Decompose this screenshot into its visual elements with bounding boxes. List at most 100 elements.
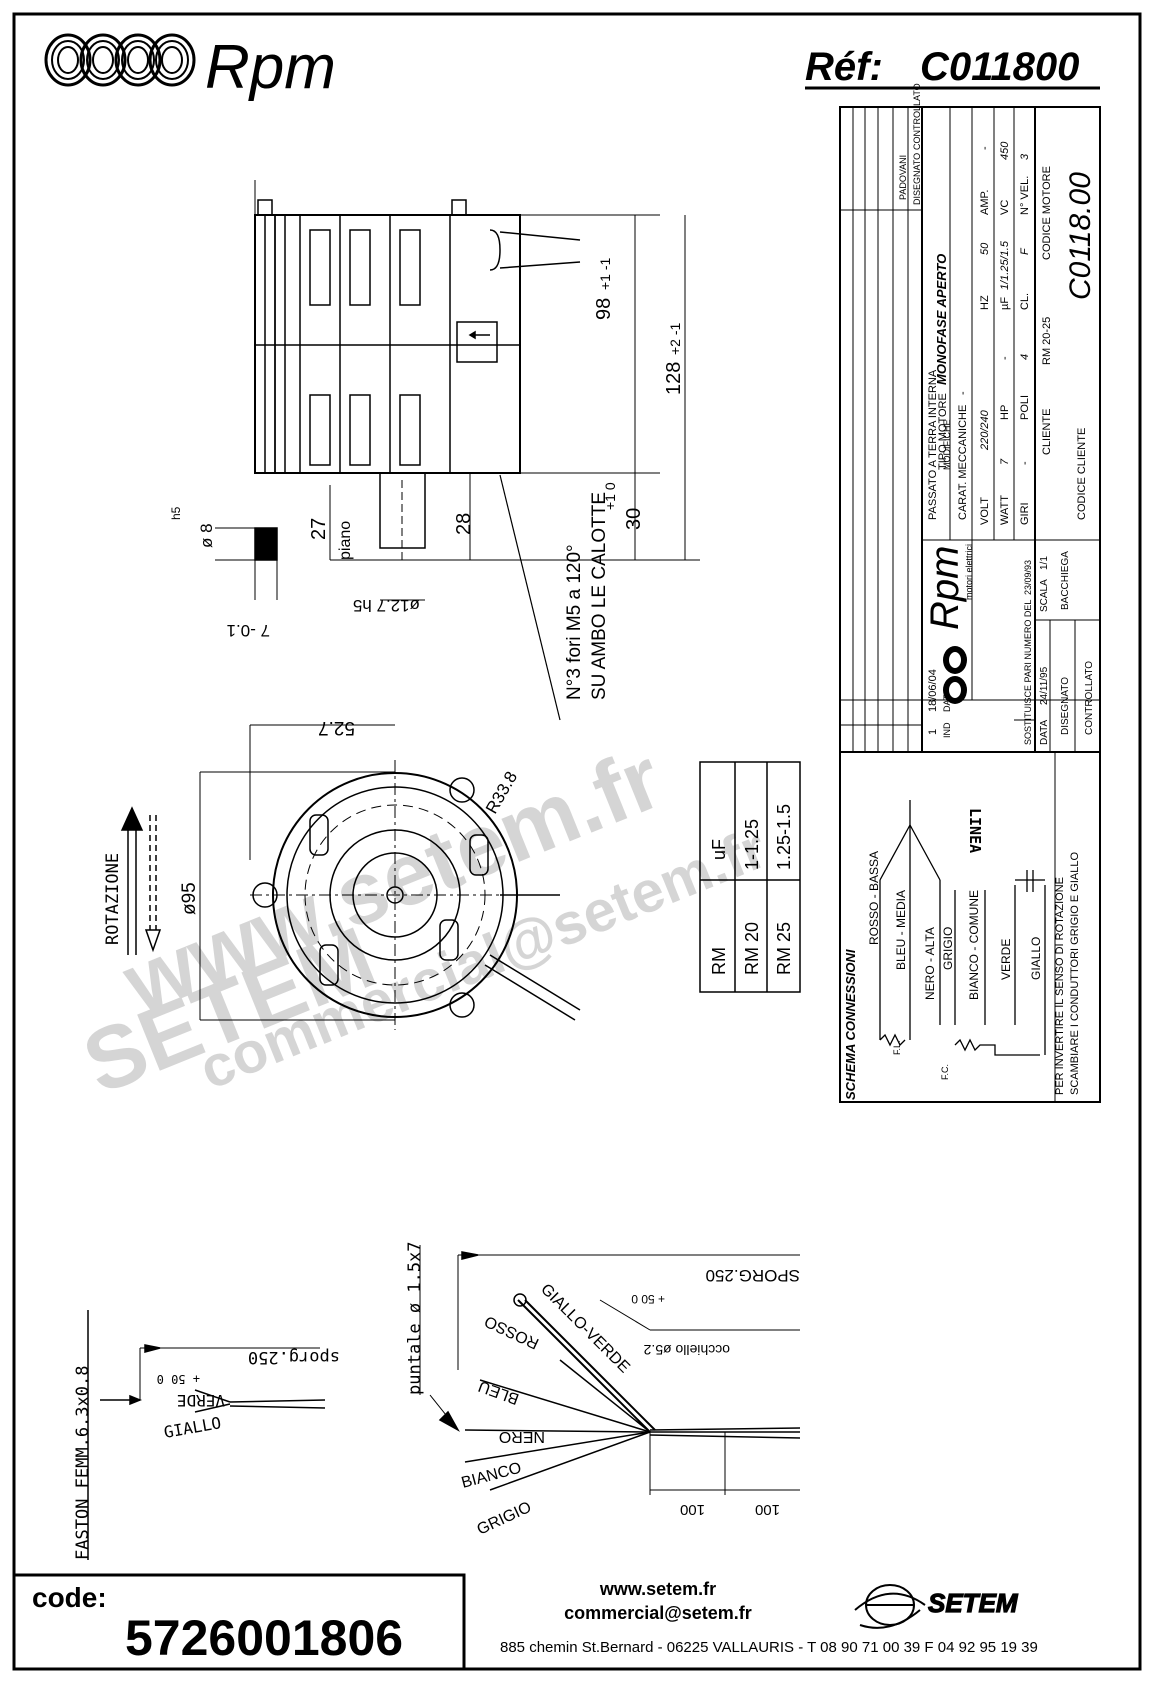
- rotation-label: ROTAZIONE: [103, 853, 123, 945]
- giri-value: -: [1019, 461, 1031, 465]
- dim-52-7: 52.7: [318, 717, 355, 738]
- length-100-a: 100: [680, 1501, 705, 1518]
- nvel-value: 3: [1019, 153, 1031, 160]
- giallo-verde-label: GIALLO-VERDE: [537, 1281, 633, 1377]
- disegnato-value: BACCHIEGA: [1060, 551, 1071, 610]
- poli-label: POLI: [1019, 395, 1031, 420]
- lead-wires-detail: puntale ø 1.5x7 SPORG.250: [405, 1241, 801, 1539]
- cliente-label: CLIENTE: [1041, 409, 1053, 455]
- table-row2-uf: 1.25-1.5: [774, 804, 794, 870]
- watt-label: WATT: [999, 495, 1011, 525]
- giri-label: GIRI: [1019, 502, 1031, 525]
- codice-cliente-label: CODICE CLIENTE: [1076, 428, 1088, 520]
- code-box: [12, 1573, 466, 1671]
- title-block: [839, 106, 1101, 1103]
- invert-note-2: SCAMBIARE I CONDUTTORI GRIGIO E GIALLO: [1069, 851, 1081, 1095]
- uf-label: µF: [999, 297, 1011, 310]
- rotation-arrow-icon: [120, 806, 162, 955]
- col-data: DATA: [942, 689, 952, 712]
- puntale-label: puntale ø 1.5x7: [405, 1241, 425, 1395]
- wiring-schema: SCHEMA CONNESSIONI ROSSO - BASSA BLEU - …: [843, 800, 1081, 1100]
- dim-30: 30: [623, 508, 645, 530]
- side-view-dimensions: [329, 215, 700, 601]
- watt-value: 7: [999, 458, 1011, 465]
- fixing-holes-note: N°3 fori M5 a 120°: [564, 544, 585, 700]
- invert-note-1: PER INVERTIRE IL SENSO DI ROTAZIONE: [1054, 877, 1066, 1095]
- uf-value: 1/1.25/1.5: [999, 240, 1011, 290]
- col-controllato: CONTROLLATO: [912, 83, 922, 150]
- revision-date: 18/06/04: [927, 669, 939, 712]
- col-modifiche: MODIFICHE: [942, 420, 952, 471]
- dim-98: 98: [593, 298, 615, 320]
- data-label: DATA: [1039, 719, 1050, 745]
- poli-value: 4: [1019, 354, 1031, 360]
- scala-label: SCALA: [1039, 579, 1050, 612]
- sporg-tol-large: + 50 0: [631, 1292, 665, 1306]
- cliente-value: RM 20-25: [1041, 317, 1053, 365]
- globe-logo-icon: [854, 1584, 926, 1629]
- motori-elettrici-label: motori elettrici: [964, 544, 974, 600]
- col-disegnato: DISEGNATO: [912, 153, 922, 205]
- hp-value: -: [999, 356, 1011, 360]
- vc-label: VC: [999, 200, 1011, 215]
- wire-giallo: GIALLO: [1029, 937, 1043, 980]
- carat-meccaniche-value: -: [957, 391, 969, 395]
- grigio-label: GRIGIO: [475, 1499, 535, 1539]
- sporg-250-large: SPORG.250: [706, 1266, 801, 1285]
- occhiello-label: occhiello ø5.2: [643, 1342, 730, 1358]
- bianco-label: BIANCO: [460, 1460, 524, 1492]
- carat-meccaniche-label: CARAT. MECCANICHE: [957, 405, 969, 520]
- key-tolerance: h5: [169, 506, 183, 520]
- reference-label: Réf:: [805, 45, 883, 89]
- amp-label: AMP.: [979, 190, 991, 215]
- hz-label: HZ: [979, 295, 991, 310]
- reference-block: Réf: C011800: [805, 45, 1100, 90]
- footer: code: 5726001806 www.setem.fr commercial…: [12, 1573, 1038, 1671]
- col-ind: IND: [942, 722, 952, 738]
- key-detail: [215, 527, 278, 600]
- title-block-brand: Rpm: [923, 546, 967, 630]
- revision-index: 1: [927, 729, 939, 735]
- wire-rosso-bassa: ROSSO - BASSA: [867, 851, 881, 945]
- table-row1-uf: 1-1.25: [742, 819, 762, 870]
- watermark: www.setem.fr SETEM commercial@setem.fr: [70, 728, 775, 1113]
- footer-address: 885 chemin St.Bernard - 06225 VALLAURIS …: [500, 1639, 1038, 1656]
- schema-title: SCHEMA CONNESSIONI: [843, 949, 858, 1100]
- codice-motore-label: CODICE MOTORE: [1041, 166, 1053, 260]
- piano-label: piano: [337, 521, 354, 560]
- dim-27: 27: [308, 518, 330, 540]
- modifications-note: PASSATO A TERRA INTERNA: [927, 369, 939, 520]
- footer-website: www.setem.fr: [599, 1579, 716, 1599]
- setem-logo: SETEM: [854, 1584, 1020, 1629]
- verde-short-label: VERDE: [177, 1391, 225, 1410]
- fl-label: F.L.: [892, 1040, 902, 1055]
- rosso-label: ROSSO: [482, 1312, 542, 1352]
- giallo-short-label: GIALLO: [162, 1413, 222, 1442]
- code-label: code:: [32, 1582, 107, 1613]
- disegnato-label: DISEGNATO: [1060, 677, 1071, 735]
- brand-name: Rpm: [205, 33, 336, 102]
- front-view-dimensions: [199, 724, 395, 1021]
- wire-bianco-comune: BIANCO - COMUNE: [967, 890, 981, 1000]
- motor-front-view: [250, 760, 581, 1030]
- setem-logo-text: SETEM: [928, 1588, 1019, 1618]
- volt-label: VOLT: [979, 497, 991, 525]
- key-diameter: ø 8: [197, 523, 216, 548]
- amp-value: -: [979, 146, 991, 150]
- sporg-tol-small: + 50 0: [157, 1372, 200, 1386]
- wire-nero-alta: NERO - ALTA: [923, 927, 937, 1000]
- tipo-motore-label: TIPO MOTORE: [937, 393, 949, 470]
- dim-98-tol: +1 -1: [597, 257, 613, 290]
- dim-95: ø95: [179, 882, 200, 915]
- wire-verde: VERDE: [999, 939, 1013, 980]
- rotation-indicator: ROTAZIONE: [103, 806, 162, 955]
- side-view-labels: 98 +1 -1 128 +2 -1 30 +1 0 28 27 piano ø…: [169, 257, 685, 700]
- vc-value: 450: [999, 141, 1011, 160]
- fc-label: F.C.: [940, 1064, 950, 1080]
- cl-label: CL.: [1019, 293, 1031, 310]
- footer-email: commercial@setem.fr: [564, 1603, 752, 1623]
- table-header-rm: RM: [709, 947, 729, 975]
- bleu-label: BLEU: [476, 1377, 521, 1407]
- dim-128-tol: +2 -1: [667, 322, 683, 355]
